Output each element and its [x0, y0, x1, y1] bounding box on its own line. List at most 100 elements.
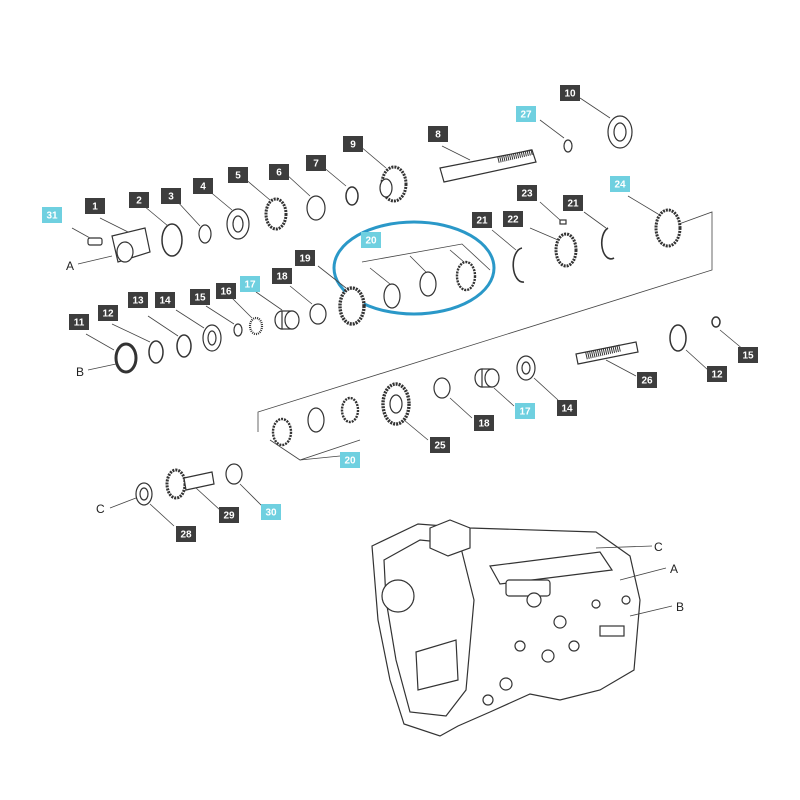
callout-c18a: 18: [272, 268, 292, 284]
callout-c20b: 20: [340, 452, 360, 468]
part-17-bushing: [255, 291, 300, 330]
callout-box: [129, 192, 149, 208]
callout-c7: 7: [306, 155, 326, 171]
callout-number: 10: [564, 89, 576, 100]
part-31-bolt: [71, 227, 103, 246]
callout-box: [430, 437, 450, 453]
callout-c14a: 14: [155, 292, 175, 308]
callout-c21a: 21: [472, 212, 492, 228]
callout-number: 12: [711, 370, 723, 381]
part-13-ring: [147, 315, 192, 358]
callout-number: 25: [434, 441, 446, 452]
part-26-shaft: [575, 341, 639, 377]
callout-box: [637, 372, 657, 388]
callout-c9: 9: [343, 136, 363, 152]
callout-box: [306, 155, 326, 171]
callout-box: [272, 268, 292, 284]
callout-box: [343, 136, 363, 152]
callout-c11: 11: [69, 314, 89, 330]
part-1-bearing-retainer: [99, 217, 151, 263]
callout-c16: 16: [216, 283, 236, 299]
callout-box: [610, 176, 630, 192]
part-18-bushing-right: [433, 377, 473, 419]
callout-box: [738, 347, 758, 363]
callout-box: [474, 415, 494, 431]
callout-c24: 24: [610, 176, 630, 192]
connector-c-left: C: [96, 502, 105, 516]
callout-box: [219, 507, 239, 523]
callout-c14b: 14: [557, 400, 577, 416]
callout-c12b: 12: [707, 366, 727, 382]
callout-c20a: 20: [361, 232, 381, 248]
callout-number: 20: [344, 456, 356, 467]
highlight-ring: [332, 220, 496, 316]
callout-number: 30: [265, 508, 277, 519]
callout-c17a: 17: [240, 276, 260, 292]
callout-c6: 6: [269, 164, 289, 180]
callout-number: 29: [223, 511, 235, 522]
part-19-gear: [317, 265, 366, 326]
part-6-bushing: [285, 173, 326, 221]
part-15-washer: [205, 305, 243, 337]
callout-number: 14: [561, 404, 573, 415]
callout-c23: 23: [517, 185, 537, 201]
callout-box: [295, 250, 315, 266]
part-2-ring: [143, 205, 183, 257]
callout-box: [361, 232, 381, 248]
callout-c27: 27: [516, 106, 536, 122]
callout-c19: 19: [295, 250, 315, 266]
callout-number: 1: [92, 202, 98, 213]
callout-box: [161, 188, 181, 204]
callout-box: [155, 292, 175, 308]
callout-number: 19: [299, 254, 311, 265]
callout-c12a: 12: [98, 305, 118, 321]
part-14-bearing-right: [516, 355, 559, 401]
callout-box: [515, 403, 535, 419]
part-21-snap-ring-b: [583, 211, 615, 260]
callout-number: 18: [478, 419, 490, 430]
gearbox-housing: [371, 519, 673, 737]
callout-box: [193, 178, 213, 194]
callout-box: [472, 212, 492, 228]
callout-box: [176, 526, 196, 542]
callout-box: [503, 211, 523, 227]
callout-box: [560, 85, 580, 101]
part-20-synchro-rings: [369, 249, 477, 309]
part-20-synchro-rings-lower: [271, 396, 360, 461]
callout-number: 27: [520, 110, 532, 121]
part-23-key: [539, 201, 567, 225]
callout-box: [517, 185, 537, 201]
callout-number: 21: [567, 199, 579, 210]
connector-c-housing: C: [654, 540, 663, 554]
connector-b-housing: B: [676, 600, 684, 614]
callout-c25: 25: [430, 437, 450, 453]
part-12-ring-right: [669, 324, 709, 371]
part-29-reverse-idler: [165, 468, 221, 511]
callout-number: 17: [519, 407, 531, 418]
callout-c10: 10: [560, 85, 580, 101]
callout-number: 15: [194, 293, 206, 304]
callout-number: 21: [476, 216, 488, 227]
callout-c29: 29: [219, 507, 239, 523]
part-14-bearing: [175, 309, 222, 352]
callout-number: 23: [521, 189, 533, 200]
callout-number: 18: [276, 272, 288, 283]
callout-c18b: 18: [474, 415, 494, 431]
part-11-ring: [85, 333, 138, 374]
callout-box: [428, 126, 448, 142]
part-7-snap-ring: [321, 165, 359, 206]
callout-number: 4: [200, 182, 206, 193]
callout-number: 6: [276, 168, 282, 179]
part-25-gear: [381, 382, 429, 441]
callout-number: 24: [614, 180, 626, 191]
callout-box: [128, 292, 148, 308]
callout-number: 12: [102, 309, 114, 320]
callout-c5: 5: [228, 167, 248, 183]
callout-number: 26: [641, 376, 653, 387]
callout-c22: 22: [503, 211, 523, 227]
callout-c15a: 15: [190, 289, 210, 305]
part-9-gear: [359, 145, 408, 203]
callout-number: 16: [220, 287, 232, 298]
